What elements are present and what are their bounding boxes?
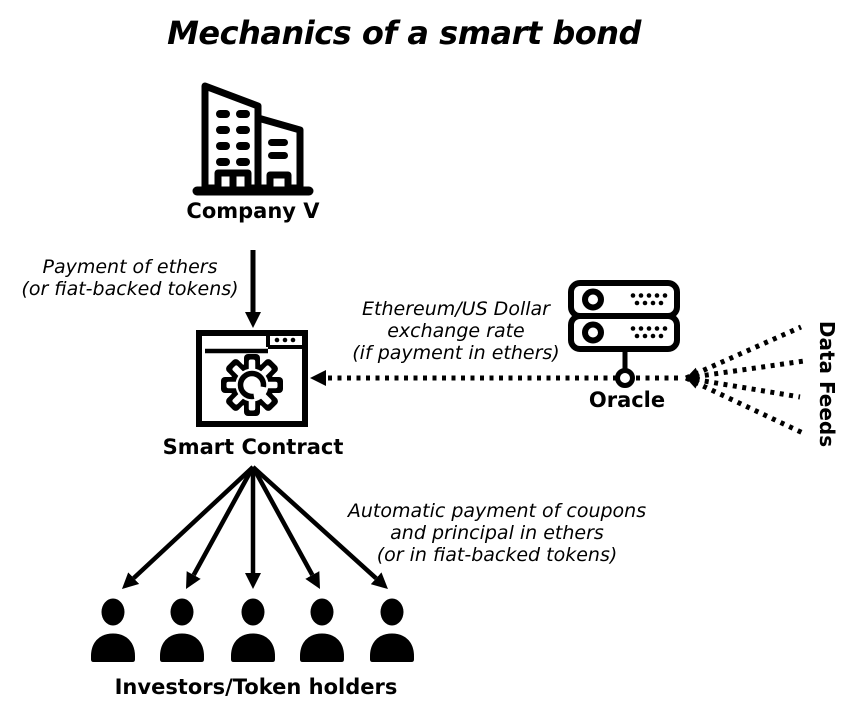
data-feed-arrowheads <box>686 367 701 389</box>
server-icon <box>568 280 680 388</box>
data-feeds-label: Data Feeds <box>815 320 839 448</box>
person-icon <box>370 598 414 662</box>
company-label: Company V <box>186 199 320 223</box>
oracle-node-icon <box>615 368 635 388</box>
person-icon <box>160 598 204 662</box>
smart-contract-label: Smart Contract <box>162 435 344 459</box>
gear-icon <box>221 354 283 416</box>
annotation-line: Payment of ethers <box>42 256 218 278</box>
browser-dots-icon <box>274 337 296 343</box>
investors-label: Investors/Token holders <box>114 675 398 699</box>
building-icon <box>192 82 314 196</box>
exchange-rate-annotation: Ethereum/US Dollar exchange rate (if pay… <box>352 298 559 364</box>
annotation-line: exchange rate <box>387 320 525 342</box>
annotation-line: (or fiat-backed tokens) <box>21 278 239 300</box>
server-dots-icon <box>630 293 668 339</box>
data-feed-lines <box>684 324 807 437</box>
annotation-line: (or in fiat-backed tokens) <box>376 544 618 566</box>
browser-gear-icon <box>196 330 308 427</box>
person-icon <box>231 598 275 662</box>
annotation-line: Ethereum/US Dollar <box>362 298 550 320</box>
annotation-line: Automatic payment of coupons <box>347 500 647 522</box>
oracle-label: Oracle <box>588 388 666 412</box>
payment-annotation: Payment of ethers (or fiat-backed tokens… <box>21 256 238 300</box>
annotation-line: (if payment in ethers) <box>352 342 560 364</box>
coupon-payment-annotation: Automatic payment of coupons and princip… <box>348 500 646 566</box>
page-title: Mechanics of a smart bond <box>167 14 641 52</box>
person-icon <box>300 598 344 662</box>
annotation-line: and principal in ethers <box>390 522 604 544</box>
coupon-payment-arrows <box>121 465 388 590</box>
person-icon <box>91 598 135 662</box>
